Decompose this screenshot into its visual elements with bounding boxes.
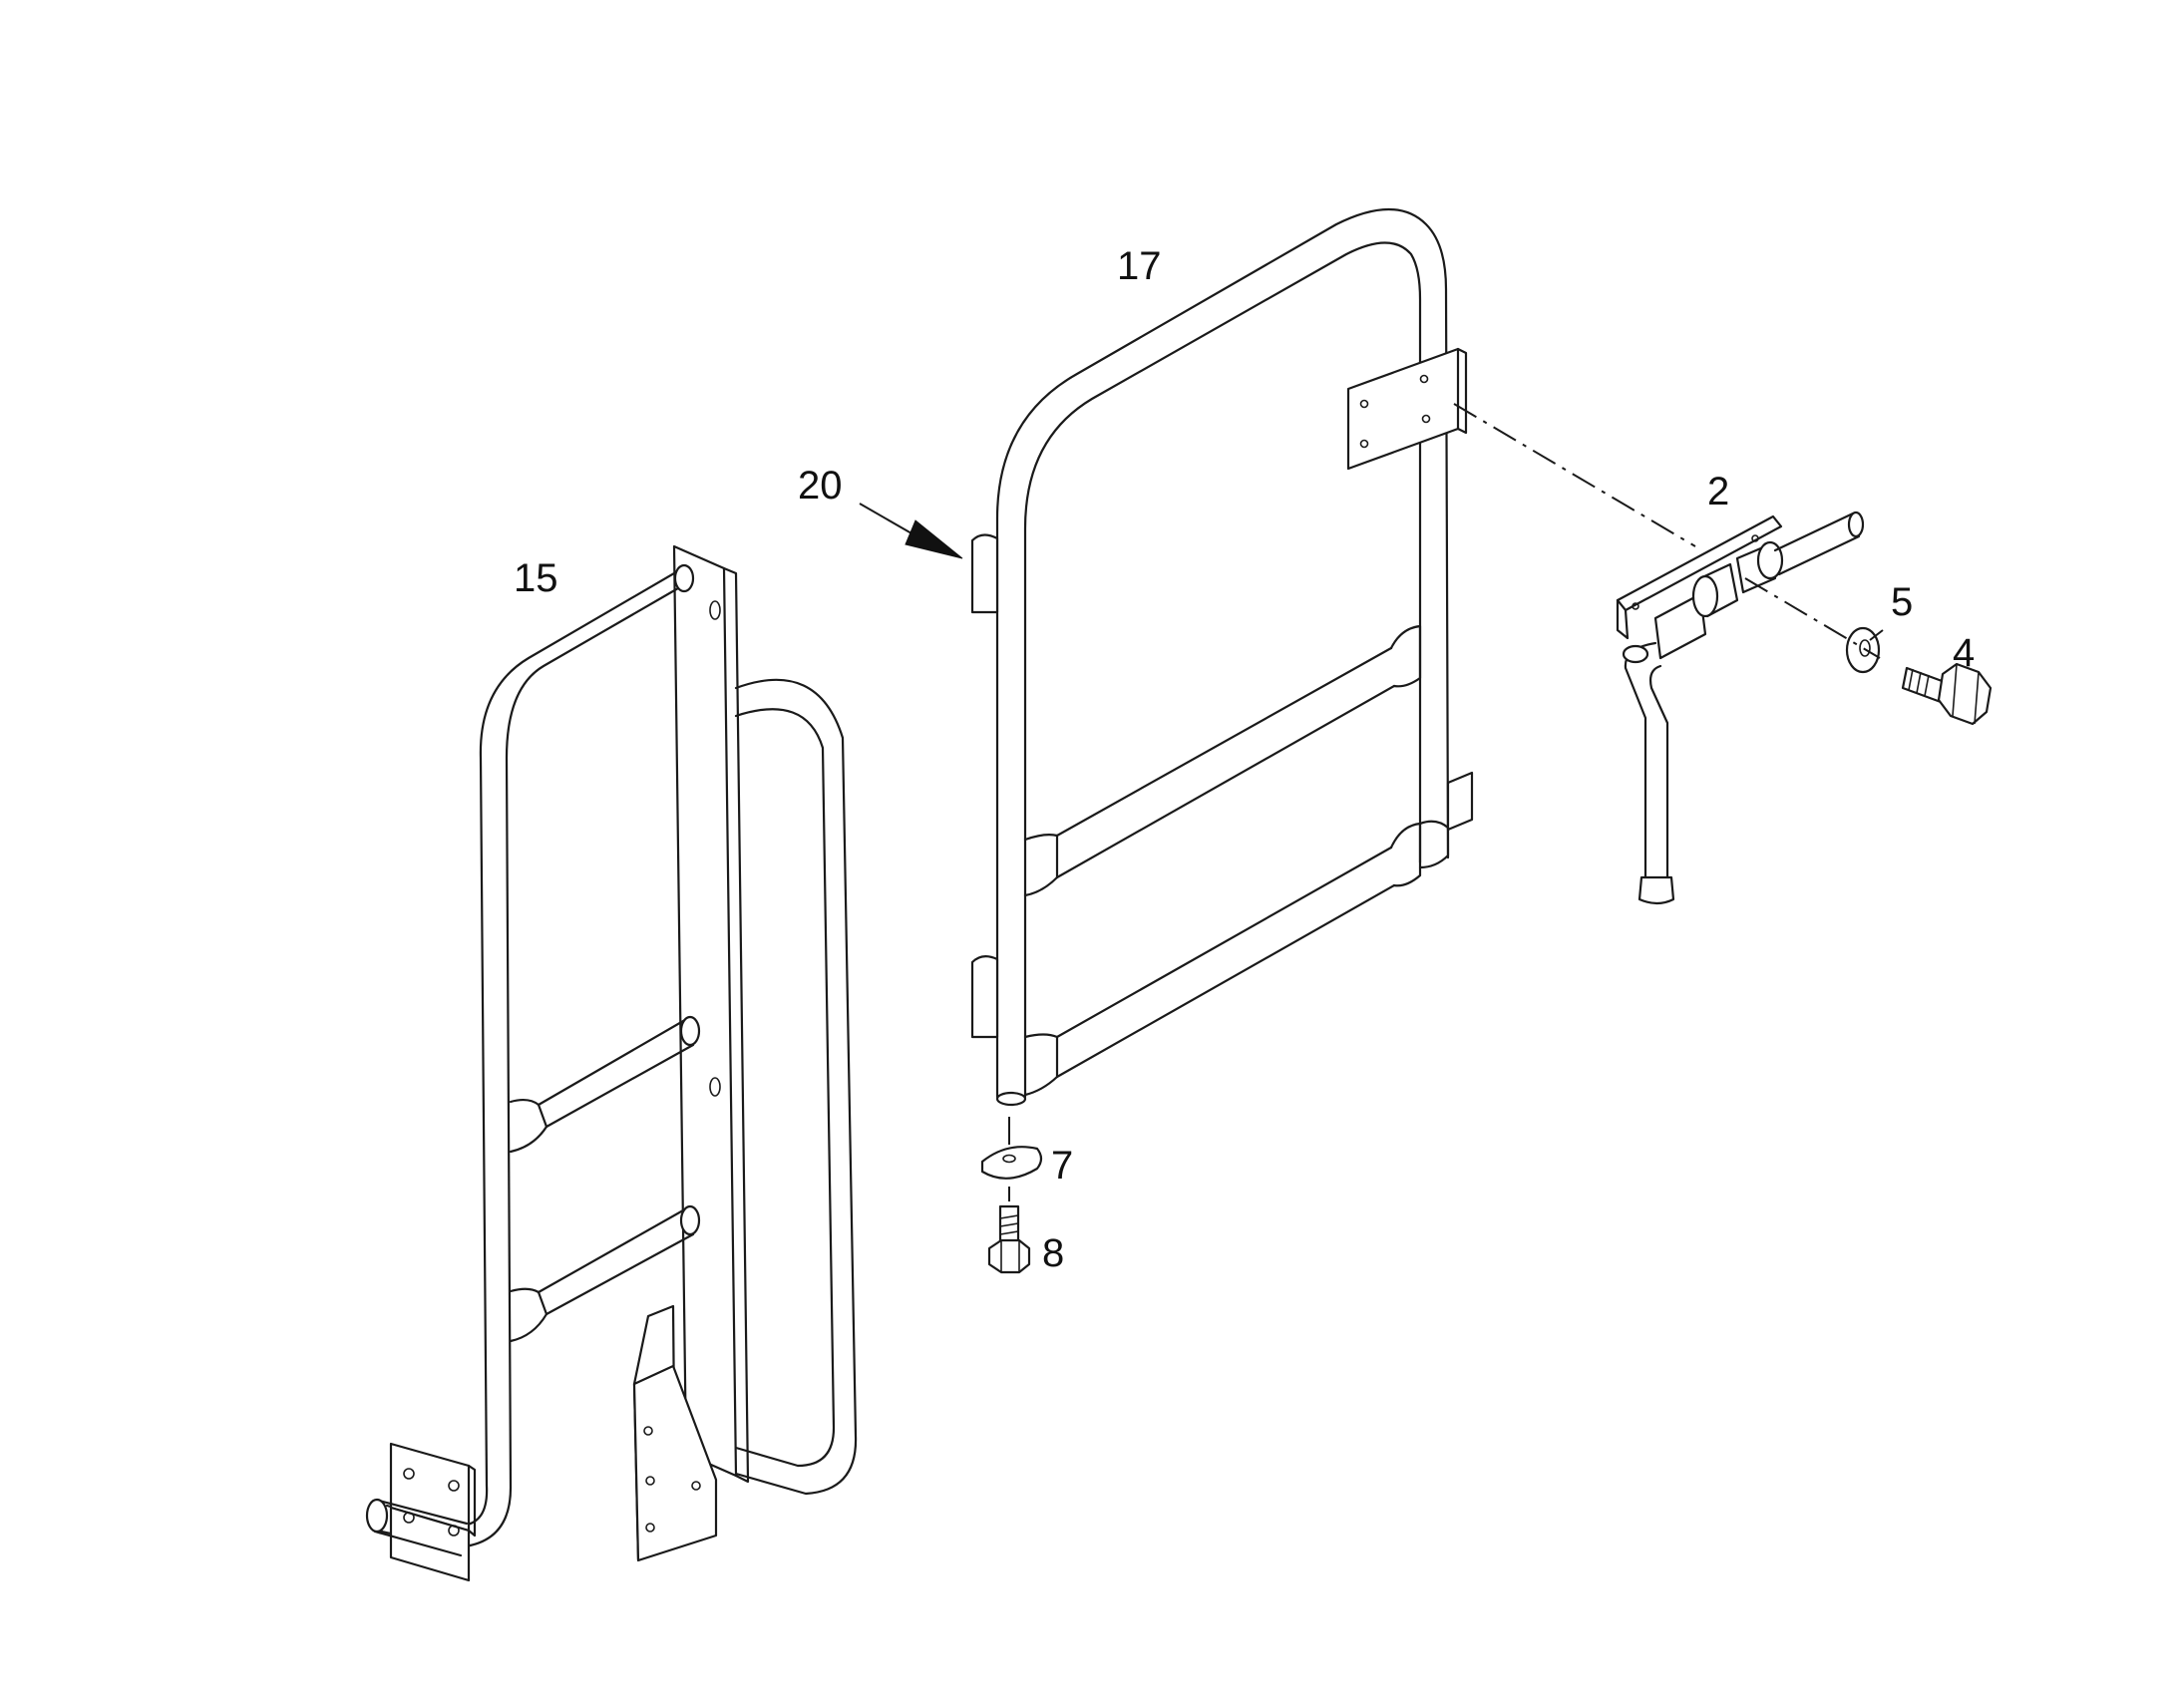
callout-part-5: 5	[1891, 580, 1913, 624]
callout-part-8: 8	[1042, 1231, 1064, 1275]
callout-part-2: 2	[1707, 470, 1729, 513]
callout-part-15: 15	[514, 556, 558, 600]
callout-part-4: 4	[1953, 631, 1975, 675]
part-20-arrow	[859, 503, 963, 559]
part-2-latch-bolt	[1616, 511, 1865, 905]
part-17-gate	[970, 208, 1474, 1107]
callout-part-20: 20	[798, 464, 843, 508]
part-7-washer	[980, 1117, 1043, 1180]
part-8-bolt	[987, 1187, 1031, 1274]
part-4-bolt	[1901, 662, 1993, 726]
assembly-centerline	[1453, 403, 1881, 659]
callout-part-7: 7	[1051, 1144, 1073, 1188]
part-5-washer	[1845, 626, 1881, 674]
callout-part-17: 17	[1117, 244, 1162, 288]
leader-part-5	[1869, 629, 1884, 641]
part-15-ladder-section	[365, 544, 858, 1582]
